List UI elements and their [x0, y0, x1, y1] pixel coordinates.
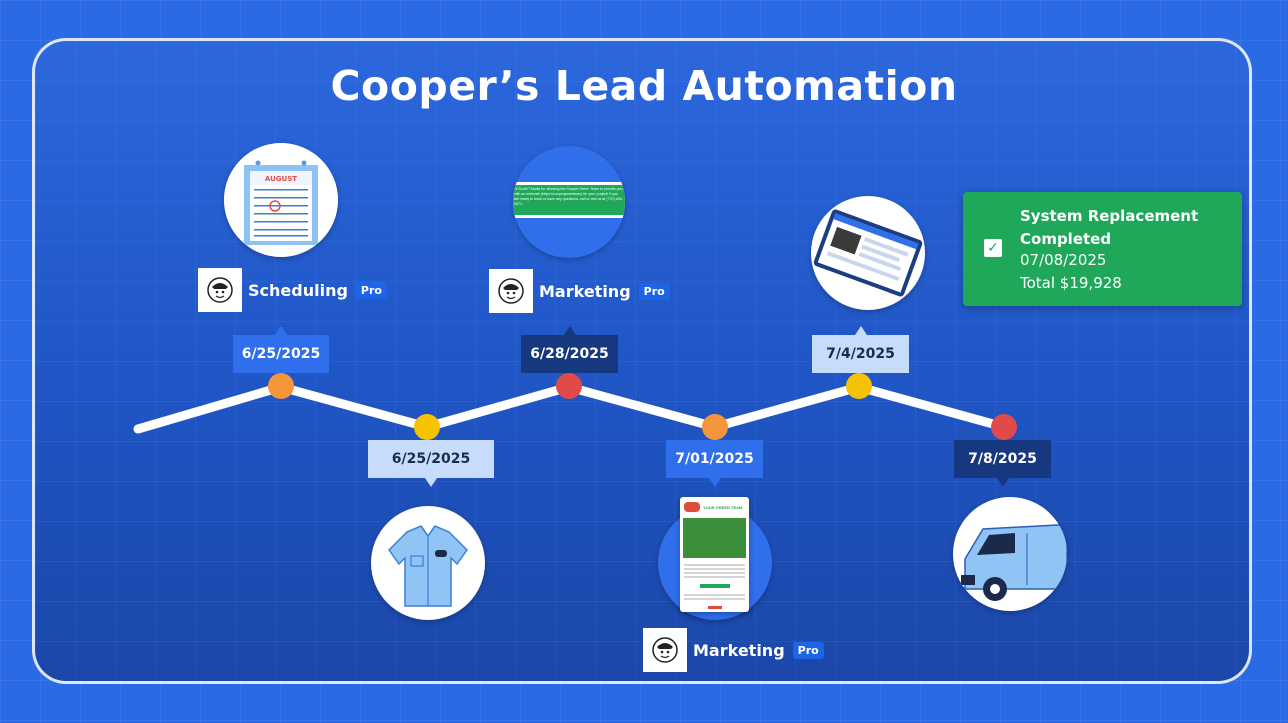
shirt-circle: [371, 506, 485, 620]
pro-tag: Pro: [355, 281, 387, 299]
email-logo: [684, 502, 700, 512]
date-label-4: 7/01/2025: [666, 440, 763, 487]
date-text-1: 6/25/2025: [241, 346, 321, 362]
date-text-6: 7/8/2025: [968, 451, 1037, 467]
date-text-4: 7/01/2025: [675, 451, 754, 467]
sms-circle: Hi Scott! Thanks for allowing the Cooper…: [513, 146, 625, 258]
email-logo-row: YOUR GREEN TEAM: [680, 497, 749, 514]
status-title: System Replacement Completed: [1020, 207, 1199, 248]
date-text-5: 7/4/2025: [826, 346, 895, 362]
timeline-node-3: [556, 373, 582, 399]
timeline-node-6: [991, 414, 1017, 440]
tablet-circle: [811, 196, 925, 310]
email-preview: YOUR GREEN TEAM: [680, 497, 749, 612]
timeline-node-4: [702, 414, 728, 440]
service-van-icon: [961, 524, 1067, 601]
page-title: Cooper’s Lead Automation: [330, 62, 958, 110]
timeline-node-2: [414, 414, 440, 440]
date-label-6: 7/8/2025: [954, 440, 1051, 487]
status-card: ✓ System Replacement Completed 07/08/202…: [963, 192, 1242, 306]
pro-tag: Pro: [638, 282, 670, 300]
date-label-3: 6/28/2025: [521, 326, 618, 373]
tablet-estimate-icon: [813, 209, 923, 297]
technician-mascot-icon: [643, 628, 687, 672]
email-header: YOUR GREEN TEAM: [703, 504, 743, 510]
email-photo: [683, 518, 746, 558]
marketing-pro-badge-top: Marketing Pro: [489, 269, 670, 313]
date-label-1: 6/25/2025: [233, 326, 329, 373]
marketing-label-bottom: Marketing: [693, 640, 785, 660]
date-label-5: 7/4/2025: [812, 326, 909, 373]
uniform-shirt-icon: [388, 525, 468, 607]
sms-bubble: Hi Scott! Thanks for allowing the Cooper…: [513, 182, 625, 218]
checkbox-check-icon: ✓: [984, 239, 1002, 257]
svg-text:AUGUST: AUGUST: [265, 175, 297, 183]
timeline-node-1: [268, 373, 294, 399]
calendar-circle: AUGUST: [224, 143, 338, 257]
calendar-icon: AUGUST: [224, 143, 338, 257]
scheduling-pro-badge: Scheduling Pro: [198, 268, 387, 312]
scheduling-label: Scheduling: [248, 280, 348, 300]
technician-mascot-icon: [198, 268, 242, 312]
pro-tag: Pro: [792, 641, 824, 659]
date-label-2: 6/25/2025: [368, 440, 494, 487]
date-text-2: 6/25/2025: [391, 451, 471, 467]
sms-text: Hi Scott! Thanks for allowing the Cooper…: [513, 185, 625, 215]
timeline-node-5: [846, 373, 872, 399]
marketing-pro-badge-bottom: Marketing Pro: [643, 628, 824, 672]
status-total: Total $19,928: [1020, 274, 1122, 292]
date-text-3: 6/28/2025: [530, 346, 609, 362]
status-date: 07/08/2025: [1020, 251, 1107, 269]
email-body: [684, 564, 745, 609]
van-circle: [953, 497, 1067, 611]
technician-mascot-icon: [489, 269, 533, 313]
marketing-label-top: Marketing: [539, 281, 631, 301]
